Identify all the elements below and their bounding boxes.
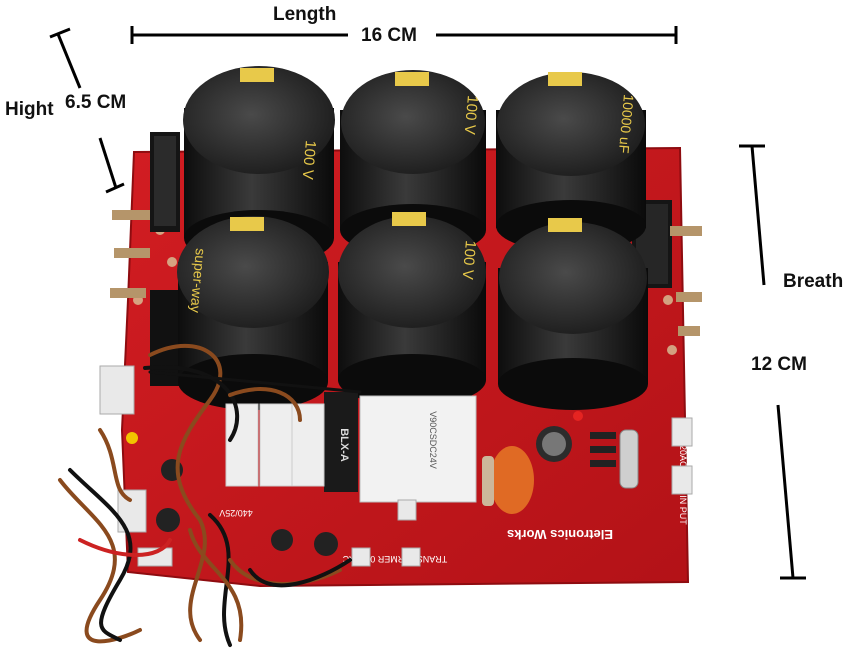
svg-text:BLX-A: BLX-A — [338, 428, 350, 462]
breadth-label: Breath — [783, 271, 844, 292]
svg-text:super-way: super-way — [187, 248, 209, 314]
svg-text:V90CSDC24V: V90CSDC24V — [428, 411, 438, 469]
svg-text:Eletronics Works: Eletronics Works — [507, 527, 613, 542]
blx-module: BLX-A — [324, 392, 358, 492]
length-value: 16 CM — [358, 26, 420, 45]
height-label: Hight — [5, 99, 54, 120]
svg-text:10000 uF: 10000 uF — [616, 94, 637, 154]
film-capacitor — [490, 446, 534, 514]
wires — [58, 343, 362, 647]
svg-text:100 V: 100 V — [299, 140, 319, 181]
capacitor-front-right — [498, 218, 648, 410]
led-red — [573, 411, 583, 421]
breadth-value: 12 CM — [751, 354, 807, 375]
electrolytic-small — [156, 426, 572, 556]
svg-text:TRANSFORMER 0-12 AC: TRANSFORMER 0-12 AC — [342, 554, 447, 564]
height-dimension-line — [49, 27, 125, 194]
resistors — [482, 429, 639, 506]
regulator-small — [150, 290, 180, 386]
connectors — [99, 365, 693, 567]
diodes — [590, 432, 616, 467]
svg-text:440/25V: 440/25V — [219, 508, 253, 518]
terminals-right — [670, 226, 702, 336]
height-value: 6.5 CM — [62, 93, 130, 112]
svg-text:100 V: 100 V — [459, 240, 479, 281]
breadth-dimension-line — [739, 144, 806, 580]
ceramic-caps — [225, 403, 325, 487]
length-dimension-line — [130, 26, 678, 44]
led-yellow — [126, 432, 138, 444]
svg-text:100 V: 100 V — [461, 95, 481, 136]
regulator-left — [150, 132, 180, 232]
length-label: Length — [273, 4, 337, 25]
relay: V90CSDC24V — [359, 395, 477, 503]
capacitor-front-middle: 100 V — [338, 212, 486, 406]
terminals-left — [110, 210, 150, 298]
